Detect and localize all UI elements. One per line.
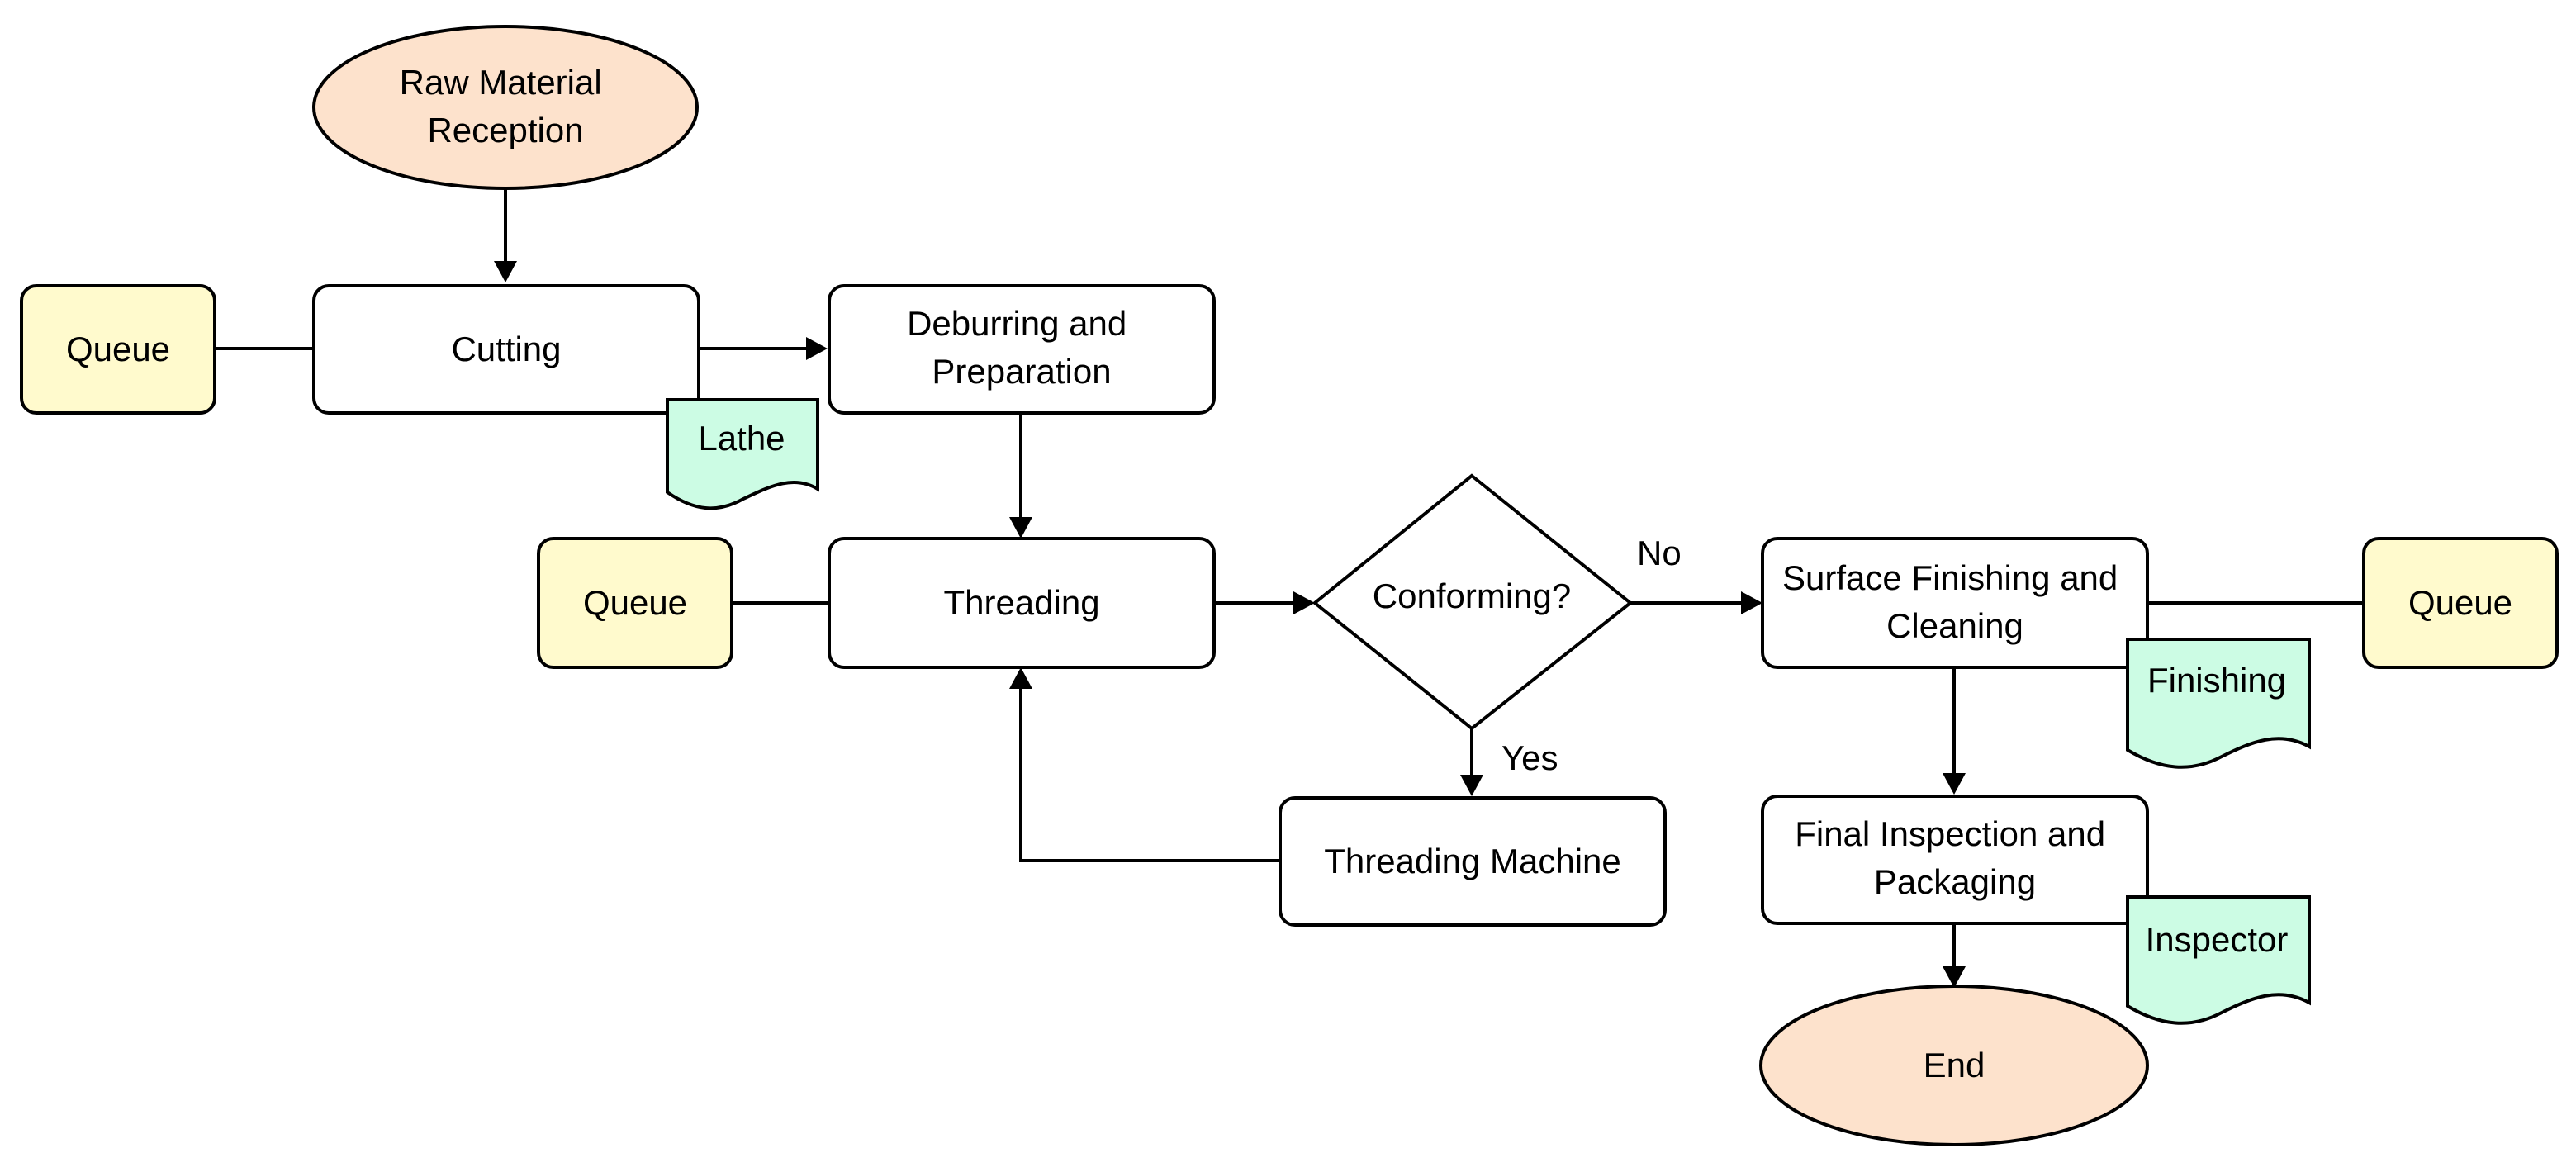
queue-box (2362, 537, 2559, 669)
edge-label-yes: Yes (1501, 738, 1558, 777)
node-threading-machine: Threading Machine (1279, 796, 1667, 927)
svg-text:Deburring and Preparatio: Deburring and Preparation (907, 304, 1136, 391)
node-label: Lathe (698, 419, 785, 458)
arrowhead (1943, 773, 1966, 795)
arrowhead (1460, 775, 1483, 796)
node-raw-material-reception: Raw Material Reception (312, 25, 699, 190)
arrowhead (1009, 517, 1032, 539)
process-box (1279, 796, 1667, 927)
node-conforming-decision: Conforming? (1312, 473, 1634, 731)
arrowhead (1293, 591, 1315, 614)
node-label-line: Packaging (1874, 862, 2036, 901)
arrowhead (1741, 591, 1762, 614)
node-finishing: Finishing (2126, 638, 2311, 769)
terminal-ellipse (312, 25, 699, 190)
queue-box (537, 537, 733, 669)
svg-text:Surface Finishing and Cl: Surface Finishing and Cleaning (1782, 558, 2128, 645)
process-box (828, 537, 1216, 669)
node-label-line: Preparation (932, 352, 1111, 391)
arrowhead (1943, 966, 1966, 988)
node-queue-threading: Queue (537, 537, 733, 669)
node-label: Threading Machine (1324, 842, 1621, 880)
node-lathe: Lathe (666, 398, 819, 510)
node-surface-finishing-and-cleaning: Surface Finishing and Cleaning (1761, 537, 2149, 669)
node-label: End (1924, 1046, 1985, 1084)
resource-document-shape (666, 398, 819, 510)
node-final-inspection-and-packaging: Final Inspection and Packaging (1761, 795, 2149, 925)
node-label-line: Raw Material (400, 63, 602, 102)
node-label: Inspector (2146, 920, 2289, 959)
svg-text:Final Inspection and Pac: Final Inspection and Packaging (1795, 814, 2115, 901)
node-deburring-and-preparation: Deburring and Preparation (828, 284, 1216, 415)
node-queue-surface-finishing: Queue (2362, 537, 2559, 669)
process-box (312, 284, 700, 415)
node-label: Finishing (2147, 661, 2286, 700)
decision-diamond (1312, 473, 1634, 731)
node-label: Conforming? (1373, 577, 1571, 615)
node-label-line: Final Inspection and (1795, 814, 2105, 853)
arrowhead (494, 261, 517, 282)
node-label: Queue (2408, 583, 2512, 622)
process-box (1761, 795, 2149, 925)
edge-label-no: No (1637, 534, 1682, 572)
process-box (828, 284, 1216, 415)
node-label-line: Deburring and (907, 304, 1127, 343)
resource-document-shape (2126, 638, 2311, 769)
arrowhead (1009, 667, 1032, 689)
node-inspector: Inspector (2126, 895, 2311, 1025)
node-queue-cutting: Queue (20, 284, 216, 415)
node-label: Threading (943, 583, 1099, 622)
node-label: Cutting (451, 330, 561, 368)
edge-threading-machine-to-threading (1019, 686, 1280, 862)
node-label-line: Surface Finishing and (1782, 558, 2118, 597)
svg-text:Raw Material Reception: Raw Material Reception (400, 63, 612, 149)
process-box (1761, 537, 2149, 669)
terminal-ellipse (1759, 985, 2149, 1146)
node-label: Queue (66, 330, 170, 368)
queue-box (20, 284, 216, 415)
arrowhead (806, 337, 828, 360)
node-label: Queue (583, 583, 687, 622)
edges (216, 188, 2362, 988)
node-threading: Threading (828, 537, 1216, 669)
node-label-line: Cleaning (1886, 606, 2023, 645)
node-label-line: Reception (427, 111, 583, 149)
resource-document-shape (2126, 895, 2311, 1025)
node-cutting: Cutting (312, 284, 700, 415)
node-end: End (1759, 985, 2149, 1146)
